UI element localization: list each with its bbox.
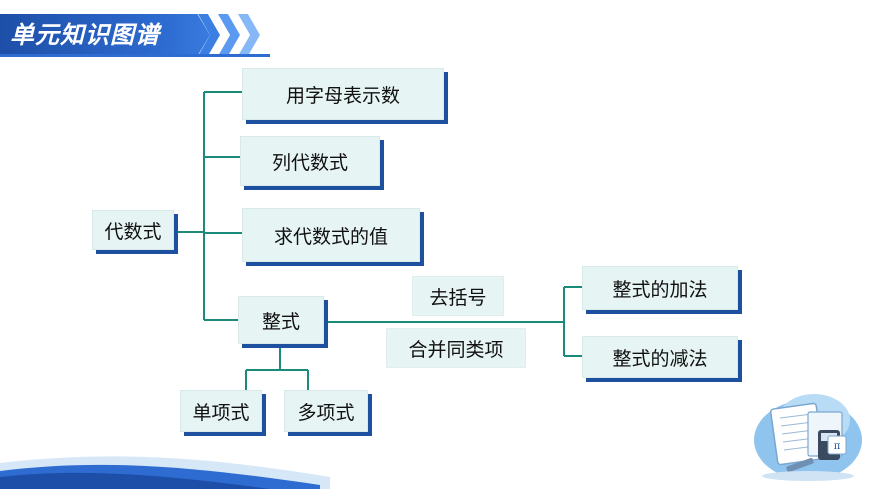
node-combine-like-terms: 合并同类项 [386, 328, 526, 368]
node-label: 列代数式 [271, 151, 348, 174]
node-letters-represent-numbers: 用字母表示数 [242, 68, 444, 120]
node-integral-expression: 整式 [238, 296, 324, 344]
node-label: 合并同类项 [408, 338, 504, 361]
node-label: 整式 [261, 310, 300, 333]
page-title: 单元知识图谱 [10, 21, 160, 49]
svg-text:π: π [834, 441, 841, 452]
node-label: 整式的加法 [612, 278, 708, 301]
node-addition: 整式的加法 [582, 266, 738, 310]
node-remove-brackets: 去括号 [412, 276, 504, 316]
header-underline [0, 54, 270, 57]
root-node-label: 代数式 [104, 220, 162, 243]
node-subtraction: 整式的减法 [582, 336, 738, 378]
bottom-wave-decoration [0, 456, 330, 489]
header-banner [0, 14, 210, 56]
node-label: 单项式 [192, 401, 250, 424]
node-label: 多项式 [297, 401, 355, 424]
node-label: 去括号 [429, 286, 487, 309]
root-node-algebraic-expression: 代数式 [92, 210, 174, 250]
math-notebook-illustration-icon: π [754, 394, 862, 481]
node-label: 求代数式的值 [273, 225, 388, 248]
node-polynomial: 多项式 [284, 390, 368, 432]
node-monomial: 单项式 [180, 390, 262, 432]
node-write-expression: 列代数式 [240, 136, 380, 186]
node-evaluate-expression: 求代数式的值 [242, 208, 420, 262]
node-label: 整式的减法 [612, 347, 708, 370]
node-label: 用字母表示数 [285, 84, 400, 107]
